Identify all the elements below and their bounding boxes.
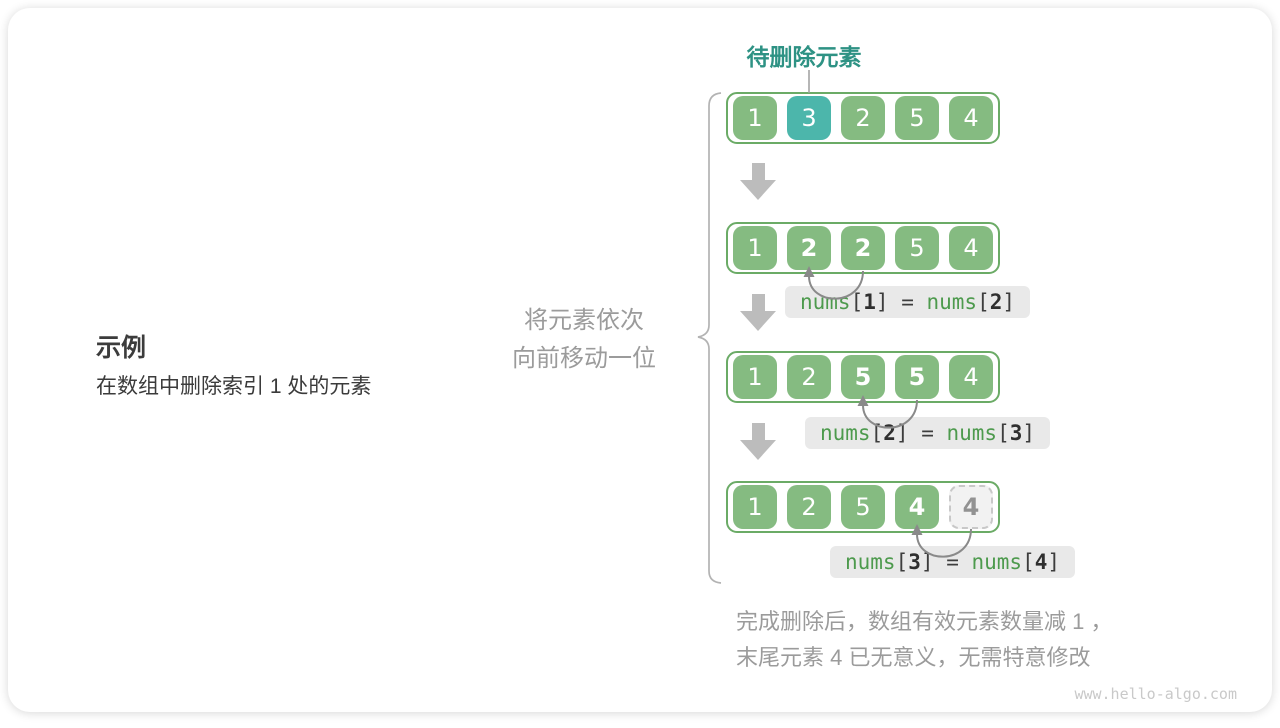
- down-arrow-icon: [740, 423, 776, 460]
- steps-brace: [697, 92, 722, 584]
- array-cell: 4: [949, 355, 993, 399]
- result-notes-line1: 完成删除后，数组有效元素数量减 1 ，: [736, 609, 1113, 634]
- array-cell: 1: [733, 485, 777, 529]
- arrow-head: [740, 440, 776, 460]
- array-cell-ghost: 4: [949, 485, 993, 529]
- array-cell: 4: [949, 96, 993, 140]
- array-cell: 1: [733, 355, 777, 399]
- code-token: [: [977, 290, 990, 314]
- code-token: 1: [863, 290, 876, 314]
- code-token: ]: [920, 550, 934, 574]
- example-heading: 示例: [96, 334, 147, 362]
- array-cell: 2: [841, 96, 885, 140]
- array-cell: 5: [841, 355, 885, 399]
- code-token: =: [933, 550, 972, 574]
- code-token: =: [908, 421, 947, 445]
- code-token: nums: [845, 550, 896, 574]
- code-token: 3: [1009, 421, 1023, 445]
- down-arrow-icon: [740, 163, 776, 200]
- array-cell: 1: [733, 96, 777, 140]
- code-token: ]: [1002, 290, 1016, 314]
- code-token: [: [1022, 550, 1035, 574]
- array-cell: 2: [787, 355, 831, 399]
- code-token: 2: [883, 421, 896, 445]
- watermark: www.hello-algo.com: [1074, 685, 1237, 703]
- arrow-stem: [751, 163, 765, 180]
- code-token: nums: [820, 421, 871, 445]
- shift-explanation-label: 将元素依次 向前移动一位: [488, 302, 680, 378]
- code-token: [: [850, 290, 864, 314]
- shift-explanation-line1: 将元素依次: [524, 307, 644, 334]
- result-notes: 完成删除后，数组有效元素数量减 1 ， 末尾元素 4 已无意义，无需特意修改: [736, 604, 1112, 676]
- code-token: ]: [875, 290, 889, 314]
- array-cell: 2: [841, 226, 885, 270]
- code-token: [: [870, 421, 884, 445]
- code-token: [: [997, 421, 1010, 445]
- target-element-label: 待删除元素: [746, 44, 862, 70]
- code-token: ]: [1047, 550, 1061, 574]
- array-cell: 5: [895, 355, 939, 399]
- code-token: 4: [1034, 550, 1048, 574]
- array-cell: 2: [787, 485, 831, 529]
- arrow-stem: [751, 423, 765, 440]
- code-token: ]: [1022, 421, 1036, 445]
- example-description: 在数组中删除索引 1 处的元素: [96, 375, 372, 398]
- code-token: ]: [895, 421, 909, 445]
- array-cell: 4: [949, 226, 993, 270]
- code-token: nums: [971, 550, 1023, 574]
- code-token: 3: [908, 550, 921, 574]
- array-cell-target: 3: [787, 96, 831, 140]
- code-token: nums: [800, 290, 851, 314]
- code-token: 2: [989, 290, 1003, 314]
- code-badge-shift-1: nums[1] = nums[2]: [785, 286, 1031, 318]
- code-badge-shift-3: nums[3] = nums[4]: [830, 546, 1076, 578]
- code-token: nums: [926, 290, 978, 314]
- array-cell: 4: [895, 485, 939, 529]
- array-cell: 5: [841, 485, 885, 529]
- array-cell: 5: [895, 226, 939, 270]
- arrow-head: [740, 180, 776, 200]
- code-token: nums: [946, 421, 998, 445]
- arrow-stem: [751, 294, 765, 311]
- arrow-head: [740, 311, 776, 331]
- shift-explanation-line2: 向前移动一位: [512, 345, 656, 372]
- down-arrow-icon: [740, 294, 776, 331]
- code-token: [: [895, 550, 909, 574]
- array-cell: 5: [895, 96, 939, 140]
- array-cell: 2: [787, 226, 831, 270]
- code-token: =: [888, 290, 927, 314]
- result-notes-line2: 末尾元素 4 已无意义，无需特意修改: [736, 645, 1091, 670]
- code-badge-shift-2: nums[2] = nums[3]: [805, 417, 1051, 449]
- array-cell: 1: [733, 226, 777, 270]
